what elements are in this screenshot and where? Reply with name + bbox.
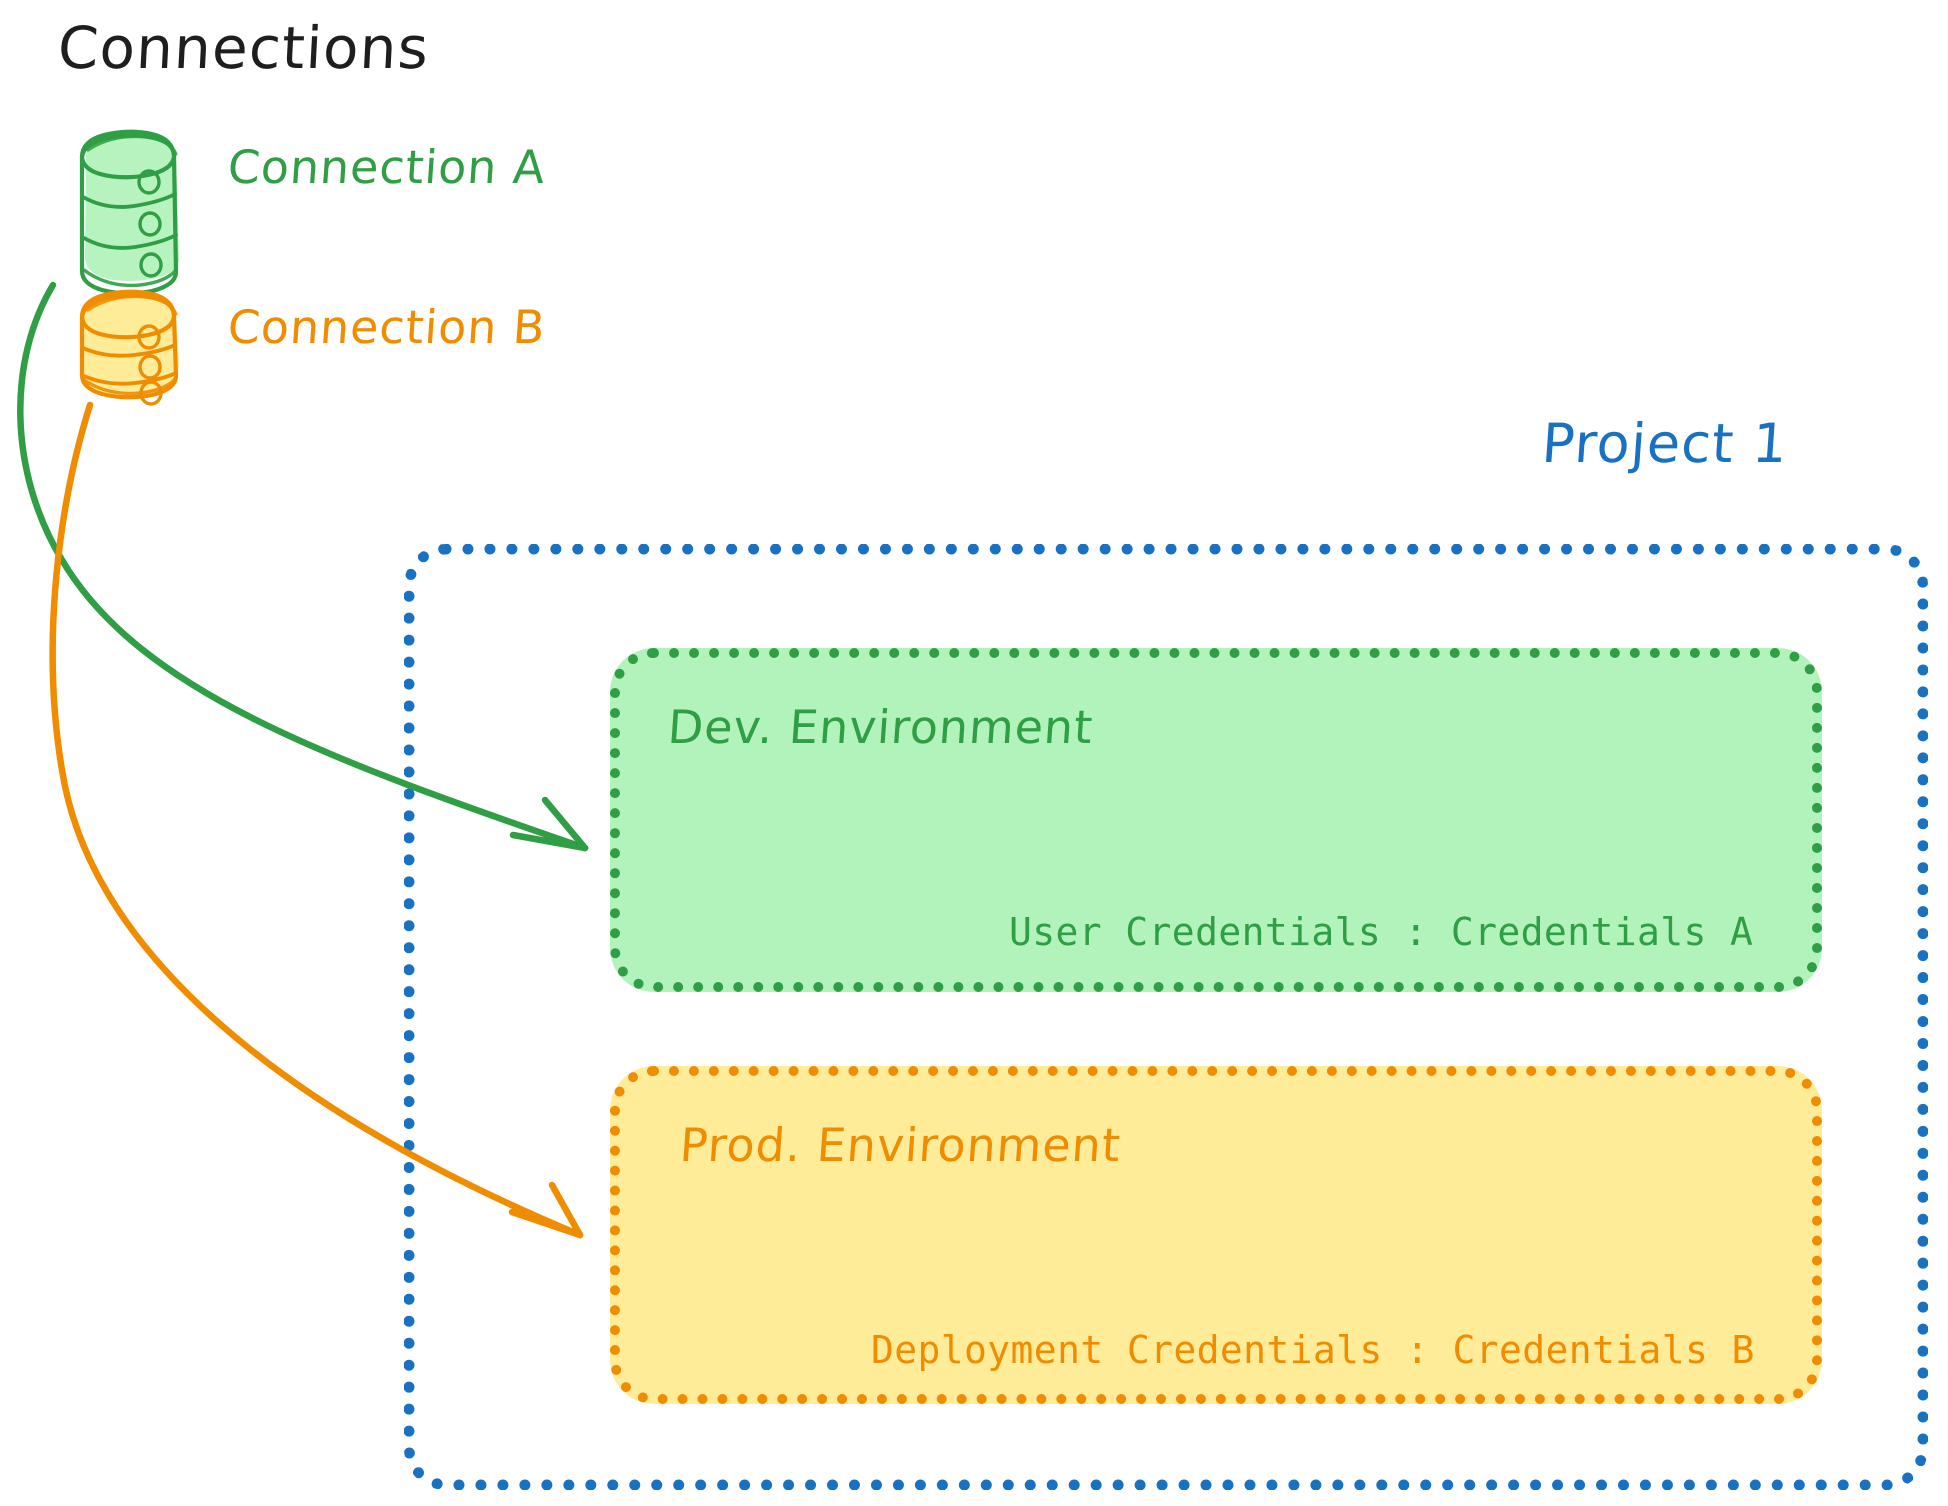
connection-b-label: Connection B xyxy=(226,300,548,354)
database-cylinder-icon-connection-a[interactable] xyxy=(79,129,180,296)
project-container xyxy=(404,544,1928,1490)
dev-environment-container xyxy=(610,648,1822,992)
prod-environment-container xyxy=(610,1066,1822,1404)
arrow-connection-a-to-dev-environment[interactable] xyxy=(17,281,589,852)
arrow-connection-b-to-prod-environment[interactable] xyxy=(49,401,584,1239)
page-title: Connections xyxy=(56,14,431,82)
dev-environment-title: Dev. Environment xyxy=(666,700,1095,754)
prod-environment-title: Prod. Environment xyxy=(678,1118,1123,1172)
dev-environment-credentials: User Credentials : Credentials A xyxy=(1009,910,1754,954)
database-cylinder-icon-connection-b[interactable] xyxy=(79,289,180,406)
project-title: Project 1 xyxy=(1539,412,1791,475)
connection-a-label: Connection A xyxy=(226,140,548,194)
prod-environment-credentials: Deployment Credentials : Credentials B xyxy=(871,1328,1755,1372)
